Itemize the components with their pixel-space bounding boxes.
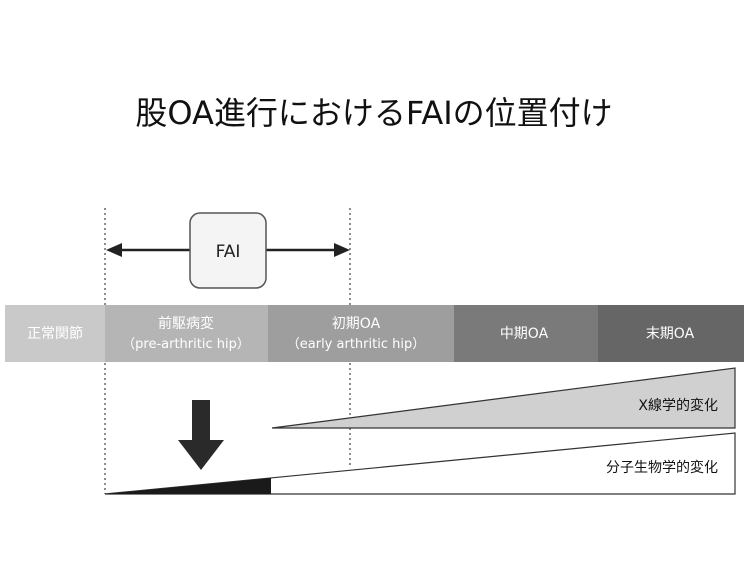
stage-end-oa [598, 305, 744, 362]
xray-change-label: X線学的変化 [638, 397, 718, 414]
diagram-title: 股OA進行におけるFAIの位置付け [135, 94, 613, 132]
fai-arrowhead-right [334, 243, 350, 257]
stage-bar: 正常関節 前駆病変 （pre-arthritic hip） 初期OA （earl… [5, 305, 744, 362]
stage-normal-label: 正常関節 [27, 325, 83, 342]
stage-early-oa [268, 305, 454, 362]
stage-pre-arthritic [105, 305, 268, 362]
stage-mid-oa [454, 305, 598, 362]
stage-pre-arthritic-label: 前駆病変 [158, 315, 214, 332]
stage-early-oa-sub: （early arthritic hip） [287, 337, 425, 352]
stage-early-oa-label: 初期OA [332, 315, 381, 332]
down-arrow-icon [178, 400, 224, 470]
stage-mid-oa-label: 中期OA [500, 326, 549, 342]
stage-end-oa-label: 末期OA [646, 326, 695, 342]
molecular-change-wedge [104, 432, 736, 495]
fai-label: FAI [216, 242, 241, 262]
fai-arrowhead-left [106, 243, 122, 257]
fai-box [189, 212, 267, 289]
stage-normal [5, 305, 105, 362]
xray-change-wedge [271, 367, 736, 429]
stage-pre-arthritic-sub: （pre-arthritic hip） [122, 337, 250, 352]
molecular-change-label: 分子生物学的変化 [606, 459, 718, 476]
molecular-change-early-segment [105, 478, 271, 494]
